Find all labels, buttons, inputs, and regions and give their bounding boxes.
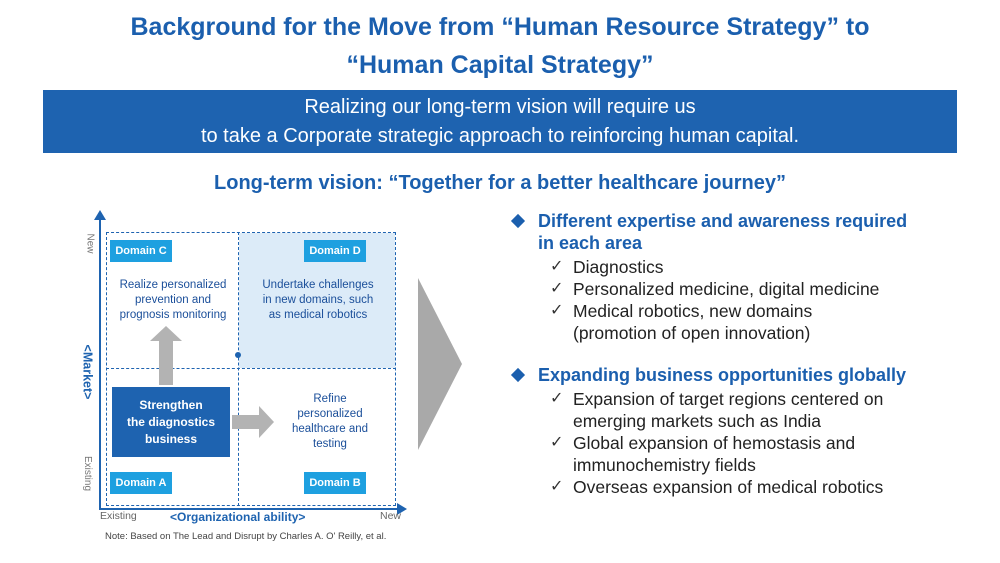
domain-c-text-line: Realize personalized [119,279,227,291]
y-axis-existing-label: Existing [82,455,94,492]
divider-dot [235,352,241,358]
title-line-2: “Human Capital Strategy” [346,51,654,79]
list-item-text: Expansion of target regions centered on [573,389,884,409]
x-axis [99,503,407,515]
domain-b-text-line: personalized [297,408,363,420]
list-item-text: Global expansion of hemostasis and [573,433,856,453]
x-axis-existing-label: Existing [100,510,137,522]
domain-c-tag: Domain C [110,240,172,262]
y-axis [94,210,106,510]
chevron-right-icon [418,278,462,450]
page-title: Background for the Move from “Human Reso… [0,8,1000,84]
list-item-text: Personalized medicine, digital medicine [573,279,880,299]
check-icon: ✓ [550,434,564,451]
core-text-line: the diagnostics [126,414,215,429]
check-icon: ✓ [550,280,564,297]
banner-line-2: to take a Corporate strategic approach t… [200,125,800,147]
section-expertise: Different expertise and awareness requir… [510,210,982,344]
diamond-bullet-icon [510,213,526,229]
banner: Realizing our long-term vision will requ… [43,90,957,153]
y-axis-title: <Market> [80,344,95,400]
list-item-text: Medical robotics, new domains [573,301,813,321]
core-text-line: Strengthen [139,397,203,412]
domain-b-text-line: healthcare and [291,423,369,435]
banner-line-1: Realizing our long-term vision will requ… [304,96,696,118]
list-item-text: emerging markets such as India [573,411,822,431]
core-text-line: business [144,431,197,446]
domain-d-text: Undertake challenges in new domains, suc… [238,278,398,323]
list-item: ✓ Medical robotics, new domains [550,300,982,322]
domain-d-text-line: in new domains, such [262,294,374,306]
vision-heading: Long-term vision: “Together for a better… [214,172,786,194]
section-heading-line: Expanding business opportunities globall… [538,365,907,385]
section-heading: Different expertise and awareness requir… [510,210,982,254]
diagram-note: Note: Based on The Lead and Disrupt by C… [105,531,387,542]
core-business-box: Strengthen the diagnostics business [112,387,230,457]
domain-c-text: Realize personalized prevention and prog… [106,278,240,323]
domain-d-tag: Domain D [304,240,366,262]
y-axis-new-label: New [84,233,96,254]
x-axis-title: <Organizational ability> [170,510,306,524]
grid-horizontal-divider [106,368,396,369]
domain-b-text-line: Refine [313,393,347,405]
domain-b-tag: Domain B [304,472,366,494]
arrow-right-icon [232,406,274,438]
x-axis-new-label: New [380,510,402,522]
check-icon: ✓ [550,258,564,275]
section-heading: Expanding business opportunities globall… [510,364,982,386]
domain-d-text-line: Undertake challenges [262,279,374,291]
list-item-continuation: (promotion of open innovation) [550,322,982,344]
check-icon: ✓ [550,390,564,407]
domain-b-text-line: testing [313,438,347,450]
section-heading-line: Different expertise and awareness requir… [538,211,908,231]
list-item: ✓ Overseas expansion of medical robotics [550,476,982,498]
title-line-1: Background for the Move from “Human Reso… [130,13,870,41]
domain-c-text-line: prevention and [134,294,212,306]
list-item: ✓ Personalized medicine, digital medicine [550,278,982,300]
domain-d-text-line: as medical robotics [268,309,368,321]
section-heading-line: in each area [538,233,643,253]
list-item-text: (promotion of open innovation) [573,323,811,343]
list-item-continuation: immunochemistry fields [550,454,982,476]
list-item-continuation: emerging markets such as India [550,410,982,432]
section-global: Expanding business opportunities globall… [510,364,982,498]
list-item: ✓ Diagnostics [550,256,982,278]
list-item-text: Diagnostics [573,257,664,277]
list-item: ✓ Global expansion of hemostasis and [550,432,982,454]
list-item-text: Overseas expansion of medical robotics [573,477,884,497]
quadrant-diagram: New <Market> Existing Domain C Domain D … [80,210,440,560]
right-panel: Different expertise and awareness requir… [510,210,982,518]
list-item-text: immunochemistry fields [573,455,756,475]
grid-box [106,232,396,506]
grid-vertical-divider [238,232,239,506]
list-item: ✓ Expansion of target regions centered on [550,388,982,410]
arrow-up-icon [150,326,182,385]
domain-c-text-line: prognosis monitoring [119,309,227,321]
check-icon: ✓ [550,302,564,319]
domain-a-tag: Domain A [110,472,172,494]
check-icon: ✓ [550,478,564,495]
domain-b-text: Refine personalized healthcare and testi… [270,392,390,452]
diamond-bullet-icon [510,367,526,383]
